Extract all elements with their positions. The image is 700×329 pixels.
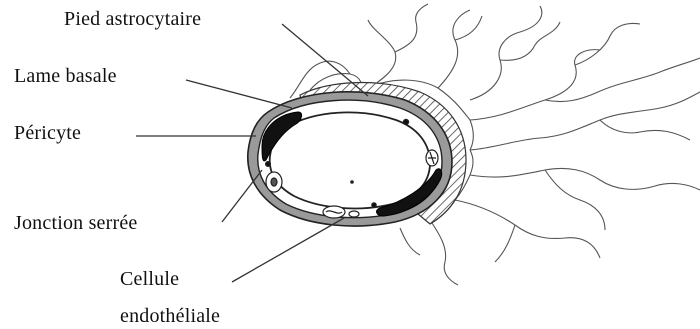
leader-jonction-serree — [222, 170, 262, 222]
labels: Pied astrocytaire Lame basale Péricyte J… — [14, 8, 220, 327]
label-cellule: Cellule — [120, 268, 179, 290]
leader-pied-astrocytaire — [282, 24, 368, 96]
vessel-lumen — [270, 112, 430, 208]
label-jonction-serree: Jonction serrée — [14, 212, 138, 234]
label-pericyte: Péricyte — [14, 122, 81, 144]
leader-cellule-endotheliale — [232, 218, 344, 282]
label-pied-astrocytaire: Pied astrocytaire — [64, 8, 201, 30]
label-endotheliale: endothéliale — [120, 305, 220, 327]
leader-lame-basale — [186, 80, 292, 108]
label-lame-basale: Lame basale — [14, 65, 117, 87]
